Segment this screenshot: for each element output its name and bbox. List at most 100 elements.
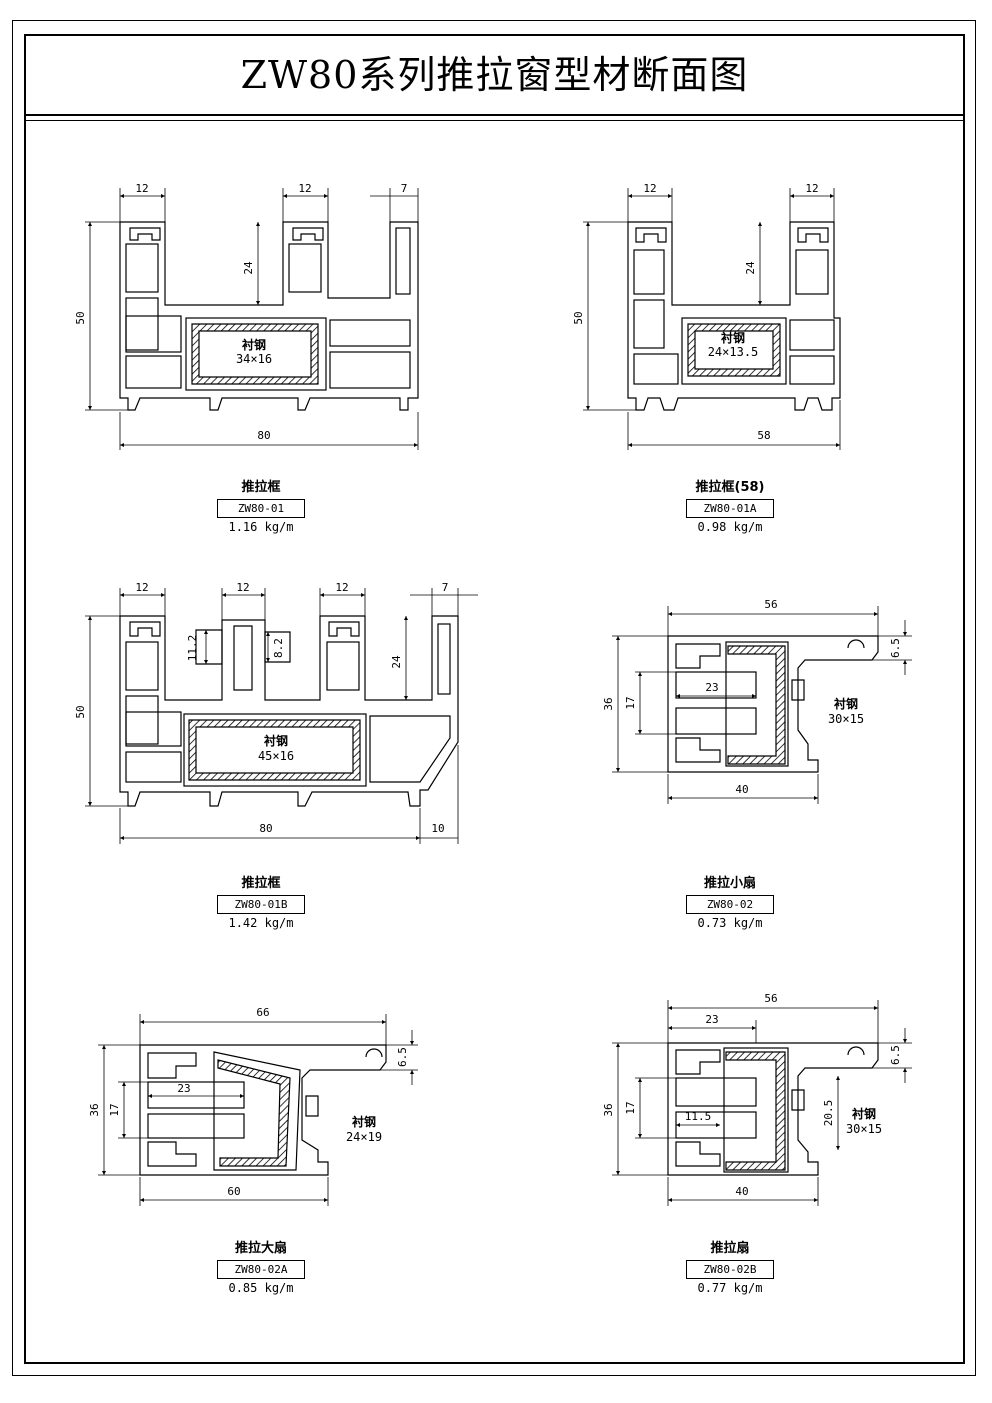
clip	[129, 227, 161, 241]
dim-label: 40	[735, 783, 748, 796]
dim-label: 12	[805, 182, 818, 195]
center-post	[233, 625, 253, 691]
rib	[791, 679, 805, 701]
caption-zw80-02a: 推拉大扇 ZW80-02A 0.85 kg/m	[161, 1241, 361, 1296]
clip	[292, 227, 324, 241]
title-divider-thin	[24, 120, 965, 121]
dim-label: 7	[442, 581, 449, 594]
profile-zw80-02	[667, 635, 879, 773]
caption-zw80-02: 推拉小扇 ZW80-02 0.73 kg/m	[630, 876, 830, 931]
dims-zw80-02b	[612, 1000, 912, 1206]
chamber	[125, 315, 182, 353]
dim-label: 17	[108, 1103, 121, 1116]
outer-border	[12, 20, 976, 1376]
chamber	[147, 1081, 245, 1109]
dim-label: 50	[74, 705, 87, 718]
profile-name: 推拉框(58)	[695, 480, 765, 495]
steel-cavity	[725, 641, 789, 767]
profile-code: ZW80-02B	[686, 1260, 774, 1279]
dim-label: 23	[705, 681, 718, 694]
profile-code: ZW80-01A	[686, 499, 774, 518]
profile-outline	[667, 1042, 879, 1176]
steel-insert	[687, 323, 781, 377]
clip	[675, 1141, 721, 1167]
dim-label: 17	[624, 696, 637, 709]
dim-label: 6.5	[396, 1047, 409, 1067]
steel-label-zw80-02a: 衬钢 24×19	[346, 1114, 382, 1144]
steel-label: 衬钢	[834, 696, 858, 711]
clip	[635, 227, 667, 243]
caption-zw80-01: 推拉框 ZW80-01 1.16 kg/m	[161, 480, 361, 535]
steel-size: 30×15	[846, 1122, 882, 1136]
dim-label: 11.2	[186, 635, 199, 662]
dim-label: 12	[135, 182, 148, 195]
dim-label: 12	[135, 581, 148, 594]
dim-label: 80	[259, 822, 272, 835]
steel-size: 24×19	[346, 1130, 382, 1144]
dim-label: 36	[602, 1103, 615, 1116]
profile-name: 推拉框	[241, 480, 281, 495]
dim-labels-zw80-01: 12 12 7 24 50 80	[74, 182, 407, 442]
clip	[675, 737, 721, 763]
dim-label: 6.5	[889, 638, 902, 658]
steel-label: 衬钢	[852, 1106, 876, 1121]
chamber	[633, 249, 665, 295]
chamber	[395, 227, 411, 295]
steel-insert	[188, 719, 361, 781]
dim-label: 80	[257, 429, 270, 442]
dim-label: 56	[764, 598, 777, 611]
profile-zw80-01b	[119, 615, 459, 807]
dim-label: 23	[705, 1013, 718, 1026]
clip	[264, 631, 291, 663]
dim-label: 6.5	[889, 1045, 902, 1065]
dim-label: 24	[242, 261, 255, 275]
profile-zw80-02b	[667, 1042, 879, 1176]
dim-label: 12	[298, 182, 311, 195]
dim-label: 7	[401, 182, 408, 195]
clip	[675, 643, 721, 669]
profile-zw80-02a	[139, 1044, 387, 1176]
steel-label: 衬钢	[721, 330, 745, 345]
dim-label: 40	[735, 1185, 748, 1198]
steel-label-zw80-01: 衬钢 34×16	[236, 337, 272, 366]
chamber	[675, 1077, 757, 1107]
dim-label: 23	[177, 1082, 190, 1095]
steel-label: 衬钢	[352, 1114, 376, 1129]
profile-weight: 0.77 kg/m	[697, 1281, 763, 1295]
dim-labels-zw80-01a: 12 12 24 50 58	[572, 182, 819, 442]
steel-label-zw80-01a: 衬钢 24×13.5	[708, 330, 759, 359]
caption-zw80-02b: 推拉扇 ZW80-02B 0.77 kg/m	[630, 1241, 830, 1296]
chamber	[125, 297, 159, 351]
chamber	[326, 641, 360, 691]
clip	[675, 1049, 721, 1075]
dim-label: 11.5	[685, 1110, 712, 1123]
clip	[129, 621, 161, 637]
dim-label: 12	[335, 581, 348, 594]
steel-label-zw80-02: 衬钢 30×15	[828, 696, 864, 726]
dim-labels-zw80-02a: 66 6.5 36 17 23 60	[88, 1006, 409, 1198]
chamber	[329, 351, 411, 389]
chamber	[789, 319, 835, 351]
chamber	[329, 319, 411, 347]
chamber	[125, 695, 159, 745]
chamber	[675, 671, 757, 699]
chamber	[369, 715, 451, 783]
dim-label: 20.5	[822, 1100, 835, 1127]
dim-labels-zw80-02: 56 6.5 36 17 23 40	[602, 598, 902, 796]
caption-zw80-01b: 推拉框 ZW80-01B 1.42 kg/m	[161, 876, 361, 931]
steel-cavity	[723, 1047, 789, 1173]
profile-weight: 0.85 kg/m	[228, 1281, 294, 1295]
dims-zw80-01b	[85, 588, 478, 844]
lip	[847, 1046, 865, 1056]
chamber	[633, 299, 665, 349]
steel-insert	[217, 1059, 291, 1167]
dim-label: 10	[431, 822, 444, 835]
clip	[147, 1052, 197, 1079]
dim-label: 36	[602, 697, 615, 710]
profile-name: 推拉大扇	[234, 1241, 287, 1256]
dim-label: 56	[764, 992, 777, 1005]
profile-zw80-01	[119, 221, 419, 411]
rib	[305, 1095, 319, 1117]
steel-cavity	[213, 1051, 301, 1171]
